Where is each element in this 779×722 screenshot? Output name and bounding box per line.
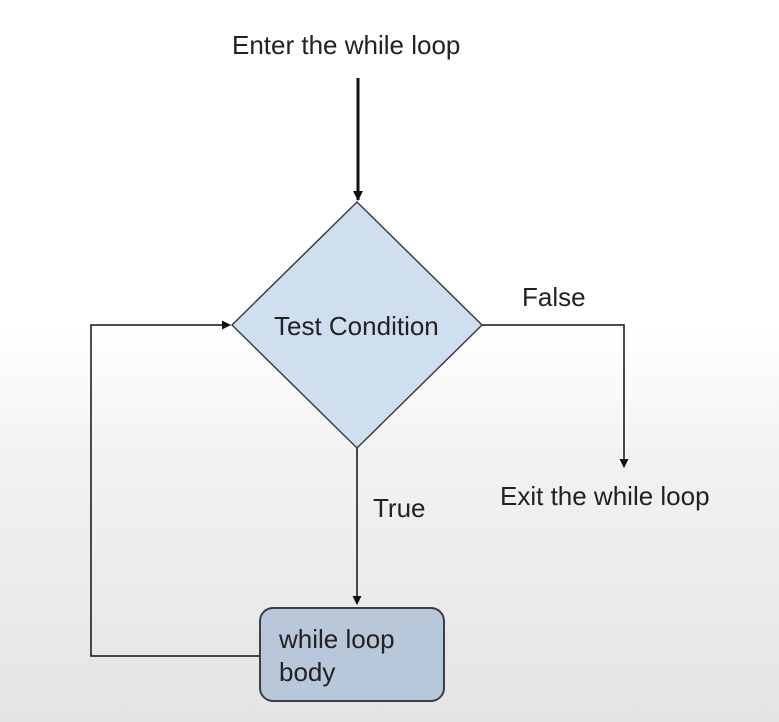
loop-body-label: while loop body xyxy=(279,624,395,687)
true-label: True xyxy=(373,493,426,523)
loop-body-box: while loop body xyxy=(259,607,445,702)
entry-label: Enter the while loop xyxy=(232,30,461,60)
false-label: False xyxy=(522,282,586,312)
exit-label: Exit the while loop xyxy=(500,481,710,511)
loop-back-arrow xyxy=(90,320,259,657)
body-box-fill xyxy=(260,608,444,701)
decision-label: Test Condition xyxy=(274,311,439,341)
false-branch-arrow xyxy=(482,324,629,468)
